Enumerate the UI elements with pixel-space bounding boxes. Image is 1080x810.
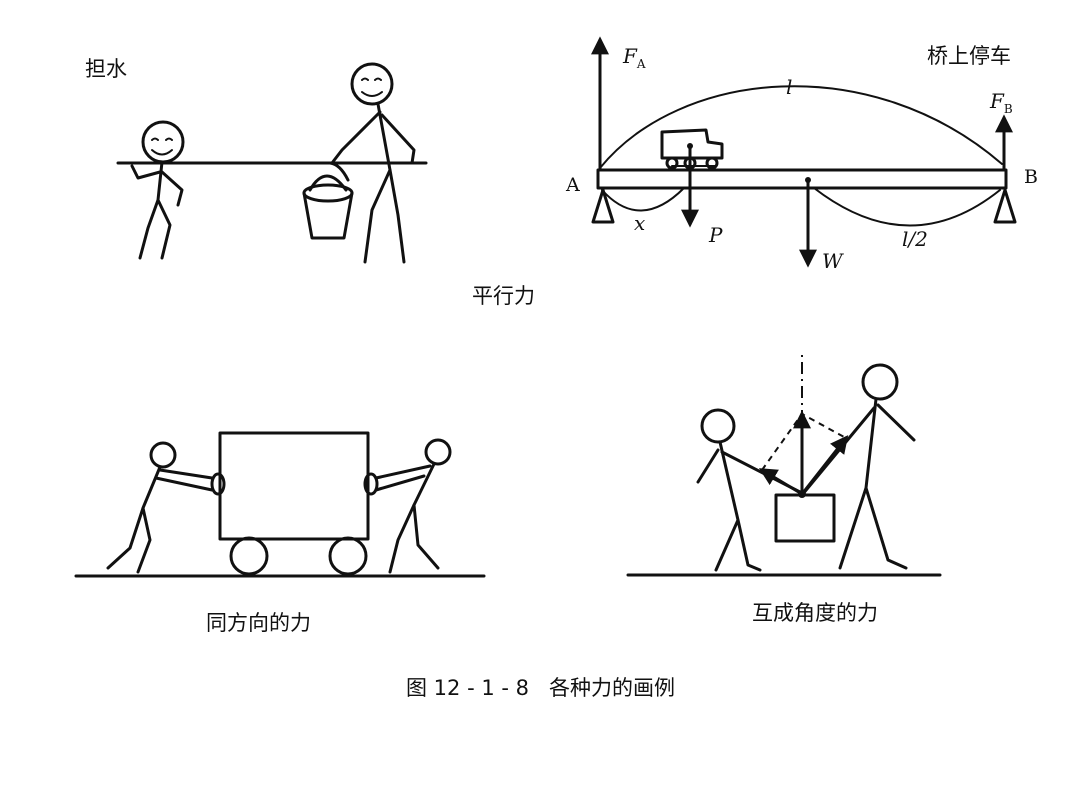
- tall-person-figure: [330, 62, 416, 264]
- carry-water-panel: 担水: [85, 57, 428, 264]
- point-b-label: B: [1024, 166, 1038, 188]
- carry-water-label: 担水: [85, 57, 127, 81]
- cart-wheel-left: [229, 536, 269, 576]
- right-pusher-figure: [363, 438, 452, 574]
- small-person-figure: [130, 120, 185, 260]
- x-label: x: [634, 211, 645, 235]
- car-on-bridge: [660, 128, 724, 170]
- figure-caption: 图 12 - 1 - 8 各种力的画例: [406, 676, 675, 700]
- cart-wheel-right: [328, 536, 368, 576]
- span-arc: [599, 85, 1003, 169]
- right-lifter-figure: [800, 363, 916, 570]
- x-distance-arc: [601, 187, 685, 212]
- water-bucket: [302, 161, 354, 240]
- point-a-label: A: [565, 174, 580, 196]
- load-p-label: P: [708, 223, 723, 247]
- parallel-forces-caption: 平行力: [472, 284, 535, 308]
- bridge-label: 桥上停车: [927, 44, 1011, 68]
- left-pusher-figure: [106, 441, 226, 574]
- angled-forces-panel: [626, 352, 942, 577]
- left-component-arrow: [758, 468, 804, 496]
- force-b-label: FB: [989, 89, 1013, 116]
- parallelogram-dashes: [761, 412, 847, 471]
- bridge-panel: 桥上停车 A B FA FB l P x: [565, 36, 1038, 273]
- left-lifter-figure: [696, 408, 802, 572]
- support-b: [993, 188, 1017, 224]
- cart-box: [218, 431, 370, 541]
- half-span-label: l/2: [902, 227, 928, 251]
- same-direction-panel: [74, 431, 486, 578]
- weight-w-label: W: [822, 249, 844, 273]
- half-span-arc: [813, 187, 1001, 227]
- bridge-beam: [596, 168, 1008, 190]
- right-component-arrow: [800, 435, 849, 496]
- force-a-label: FA: [622, 44, 646, 71]
- same-direction-caption: 同方向的力: [206, 611, 311, 635]
- span-label: l: [786, 75, 792, 99]
- angled-forces-caption: 互成角度的力: [752, 601, 878, 625]
- support-a: [591, 188, 615, 224]
- lifted-box: [774, 493, 836, 543]
